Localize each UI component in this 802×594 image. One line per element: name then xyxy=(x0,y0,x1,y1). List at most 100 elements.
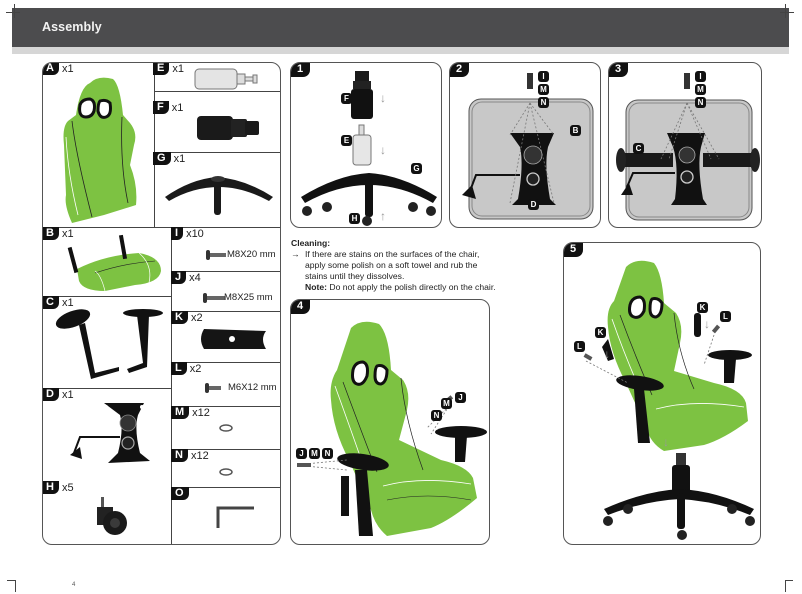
backrest-illustration xyxy=(63,77,137,224)
callout-f: F xyxy=(341,93,352,104)
chair-assembly-illustration xyxy=(297,321,487,536)
part-letter: K xyxy=(171,311,188,324)
crop-mark xyxy=(15,580,16,592)
divider xyxy=(43,388,171,389)
callout-l: L xyxy=(574,341,585,352)
part-letter: D xyxy=(43,388,59,401)
part-label-o: O xyxy=(171,487,189,500)
part-letter: O xyxy=(171,487,189,500)
chair-final-assembly-illustration xyxy=(583,260,755,540)
callout-m: M xyxy=(538,84,549,95)
callout-h: H xyxy=(349,213,360,224)
callout-n: N xyxy=(538,97,549,108)
part-label-g: G x1 xyxy=(153,152,185,165)
part-label-m: M x12 xyxy=(171,406,210,419)
divider xyxy=(171,271,280,272)
part-label-a: A x1 xyxy=(43,63,74,75)
allen-key-icon xyxy=(216,506,254,528)
step-1-panel: 1 F ↓ E ↓ G H ↑ xyxy=(290,62,442,228)
divider xyxy=(43,296,171,297)
star-base-icon xyxy=(301,173,437,226)
part-qty: x10 xyxy=(186,227,204,240)
part-qty: x2 xyxy=(190,311,203,324)
part-letter: I xyxy=(171,227,184,240)
part-qty: x1 xyxy=(172,62,184,75)
side-cover-icon xyxy=(201,329,266,349)
part-label-h: H x5 xyxy=(43,481,74,494)
part-letter: L xyxy=(171,362,187,375)
armrests-illustration xyxy=(55,309,163,379)
callout-n: N xyxy=(322,448,333,459)
cylinder-cover-icon xyxy=(197,116,259,140)
crop-mark xyxy=(780,12,794,13)
part-label-l: L x2 xyxy=(171,362,201,375)
part-label-i: I x10 xyxy=(171,227,204,240)
caster-wheel-icon xyxy=(97,497,127,535)
callout-k: K xyxy=(595,327,606,338)
crop-mark xyxy=(7,580,15,581)
bolt-icon xyxy=(206,250,226,260)
part-letter: E xyxy=(153,63,170,75)
arrow-down-icon: ↓ xyxy=(380,91,386,105)
armrest-mount-illustration xyxy=(616,133,760,205)
cylinder-cover-icon xyxy=(351,71,373,119)
tilt-mechanism-illustration xyxy=(462,133,556,205)
part-qty: x5 xyxy=(61,481,74,494)
part-qty: x1 xyxy=(173,152,186,165)
part-spec: M8X20 mm xyxy=(227,249,276,260)
callout-k: K xyxy=(697,302,708,313)
part-letter: A xyxy=(43,63,59,75)
flat-washer-icon xyxy=(219,468,233,476)
arrow-down-icon: ↓ xyxy=(663,435,669,449)
part-qty: x1 xyxy=(61,388,74,401)
gas-cylinder-icon xyxy=(194,68,258,90)
cleaning-title: Cleaning: xyxy=(291,238,331,248)
crop-mark xyxy=(6,12,20,13)
seat-illustration xyxy=(67,234,161,292)
cleaning-text-line: apply some polish on a soft towel and ru… xyxy=(305,260,478,270)
part-letter: F xyxy=(153,101,169,114)
callout-m: M xyxy=(309,448,320,459)
callout-j: J xyxy=(296,448,307,459)
divider xyxy=(154,152,280,153)
part-qty: x12 xyxy=(192,406,210,419)
callout-m: M xyxy=(441,398,452,409)
crop-mark xyxy=(785,4,786,18)
part-label-f: F x1 xyxy=(153,101,183,114)
step-number: 4 xyxy=(291,300,310,314)
step-number: 2 xyxy=(450,63,469,77)
divider xyxy=(171,487,280,488)
callout-n: N xyxy=(431,410,442,421)
part-label-j: J x4 xyxy=(171,271,201,284)
part-qty: x1 xyxy=(61,227,74,240)
header-strip xyxy=(12,47,789,54)
callout-d: D xyxy=(528,199,539,210)
callout-e: E xyxy=(341,135,352,146)
arrow-down-icon: ↓ xyxy=(380,143,386,157)
note-label: Note: xyxy=(305,282,327,292)
cleaning-instructions: Cleaning: → If there are stains on the s… xyxy=(291,238,516,293)
callout-i: I xyxy=(695,71,706,82)
callout-n: N xyxy=(695,97,706,108)
step-2-panel: 2 I M N B D xyxy=(449,62,601,228)
part-qty: x4 xyxy=(189,271,201,284)
part-qty: x1 xyxy=(61,296,74,309)
part-spec: M8X25 mm xyxy=(224,292,273,303)
divider xyxy=(171,227,172,544)
page-number: 4 xyxy=(72,582,76,588)
divider xyxy=(171,362,280,363)
divider xyxy=(171,406,280,407)
part-label-k: K x2 xyxy=(171,311,203,324)
part-letter: B xyxy=(43,227,59,240)
dashed-guide-lines xyxy=(509,73,555,204)
page-title: Assembly xyxy=(42,20,102,34)
callout-m: M xyxy=(695,84,706,95)
step-number: 5 xyxy=(564,243,583,257)
step-number: 1 xyxy=(291,63,310,77)
cleaning-text-line: stains until they dissolves. xyxy=(305,271,405,281)
note-text: Do not apply the polish directly on the … xyxy=(326,282,496,292)
part-label-d: D x1 xyxy=(43,388,74,401)
callout-c: C xyxy=(633,143,644,154)
divider xyxy=(43,227,280,228)
step-5-panel: 5 ↓ ↓ ↓ K L K L xyxy=(563,242,761,545)
